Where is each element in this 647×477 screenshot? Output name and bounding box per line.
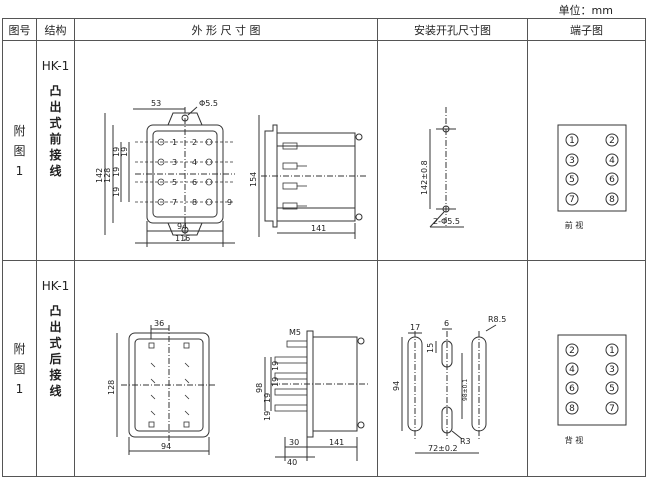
dim-98: 98 xyxy=(255,383,264,393)
mount-dim-r8-5: R8.5 xyxy=(488,315,506,324)
terminal-number: 4 xyxy=(569,365,575,375)
dim-94: 94 xyxy=(177,222,187,231)
terminal-label-7: 7 xyxy=(172,198,177,207)
dimension-drawing-cell: 36 128 94 M5 xyxy=(74,260,378,477)
terminal-number: 4 xyxy=(609,156,615,166)
front-terminal-diagram: 1 2 3 4 5 6 7 8 前 视 xyxy=(557,124,627,230)
dim-19-c: 19 xyxy=(263,393,272,403)
terminal-number: 6 xyxy=(609,175,615,185)
rear-wiring-outline-drawing: 36 128 94 M5 xyxy=(107,319,369,466)
table-row: 附 图 1 HK-1 凸 出 式 后 接 线 xyxy=(2,260,646,477)
dim-19-b: 19 xyxy=(112,167,121,177)
structure-cell: HK-1 凸 出 式 后 接 线 xyxy=(36,260,75,477)
terminal-number: 5 xyxy=(609,384,615,394)
fig-number-cell: 附 图 1 xyxy=(2,40,37,261)
rear-terminal-diagram: 2 1 4 3 6 5 8 7 背 视 xyxy=(557,334,627,445)
fig-number: 附 图 1 xyxy=(13,123,26,178)
dim-19-b: 19 xyxy=(271,377,280,387)
unit-label: 单位：mm xyxy=(558,4,613,17)
dim-30: 30 xyxy=(289,438,299,447)
mount-dim-142: 142±0.8 xyxy=(420,160,429,195)
terminal-number: 7 xyxy=(569,195,575,205)
header-dimensions: 外 形 尺 寸 图 xyxy=(74,18,378,41)
terminal-label-1: 1 xyxy=(172,138,177,147)
mount-dim-15: 15 xyxy=(426,343,435,353)
terminal-label-5: 5 xyxy=(172,178,177,187)
mount-dim-phi: 2-Φ5.5 xyxy=(433,217,460,226)
terminal-number: 5 xyxy=(569,175,575,185)
dim-19-a: 19 xyxy=(271,361,280,371)
mounting-drawing-cell: 142±0.8 2-Φ5.5 xyxy=(377,40,528,261)
mounting-drawing-cell: 17 6 R8.5 15 94 98±0.1 R3 72±0.2 xyxy=(377,260,528,477)
dim-116: 116 xyxy=(175,234,190,243)
dim-141: 141 xyxy=(329,438,344,447)
header-terminal: 端子图 xyxy=(527,18,646,41)
front-wiring-outline-drawing: 1 2 3 4 5 6 7 8 9 53 Φ5.5 xyxy=(95,99,367,247)
dim-53: 53 xyxy=(151,99,161,108)
terminal-number: 1 xyxy=(609,346,615,356)
terminal-number: 7 xyxy=(609,404,615,414)
dim-36: 36 xyxy=(154,319,164,328)
fig-number-cell: 附 图 1 xyxy=(2,260,37,477)
dim-141: 141 xyxy=(311,224,326,233)
terminal-caption: 背 视 xyxy=(565,435,584,445)
structure-cell: HK-1 凸 出 式 前 接 线 xyxy=(36,40,75,261)
mount-dim-98: 98±0.1 xyxy=(462,379,469,401)
terminal-number: 2 xyxy=(609,136,615,146)
header-row: 图号 结构 外 形 尺 寸 图 安装开孔尺寸图 端子图 xyxy=(2,18,646,41)
terminal-caption: 前 视 xyxy=(565,220,584,230)
terminal-number: 8 xyxy=(569,404,575,414)
terminal-diagram-cell: 1 2 3 4 5 6 7 8 前 视 xyxy=(527,40,646,261)
dim-142: 142 xyxy=(95,168,104,183)
dim-128: 128 xyxy=(103,168,112,183)
terminal-number: 3 xyxy=(569,156,575,166)
mount-dim-6: 6 xyxy=(444,319,449,328)
dim-19-a: 19 xyxy=(112,147,121,157)
fig-number: 附 图 1 xyxy=(13,341,26,396)
dim-94: 94 xyxy=(161,442,171,451)
rear-mounting-hole-drawing: 17 6 R8.5 15 94 98±0.1 R3 72±0.2 xyxy=(392,315,506,454)
dim-128: 128 xyxy=(107,380,116,395)
front-mounting-hole-drawing: 142±0.8 2-Φ5.5 xyxy=(420,107,464,228)
terminal-label-4: 4 xyxy=(192,158,197,167)
dim-phi-5-5: Φ5.5 xyxy=(199,99,218,108)
terminal-label-9: 9 xyxy=(227,198,232,207)
header-fig-no: 图号 xyxy=(2,18,37,41)
spec-table: 图号 结构 外 形 尺 寸 图 安装开孔尺寸图 端子图 附 图 1 HK-1 凸… xyxy=(2,18,646,477)
dim-19-d: 19 xyxy=(120,147,129,157)
terminal-number: 2 xyxy=(569,346,575,356)
table-row: 附 图 1 HK-1 凸 出 式 前 接 线 xyxy=(2,40,646,261)
structure-text: 凸 出 式 后 接 线 xyxy=(49,304,62,398)
dim-m5: M5 xyxy=(289,328,301,337)
mount-dim-94: 94 xyxy=(392,381,401,391)
dimension-drawing-cell: 1 2 3 4 5 6 7 8 9 53 Φ5.5 xyxy=(74,40,378,261)
terminal-label-3: 3 xyxy=(172,158,177,167)
model-name: HK-1 xyxy=(41,279,70,293)
terminal-label-6: 6 xyxy=(192,178,197,187)
terminal-number: 6 xyxy=(569,384,575,394)
dim-19-d: 19 xyxy=(263,411,272,421)
dim-154: 154 xyxy=(249,172,258,187)
structure-text: 凸 出 式 前 接 线 xyxy=(49,84,62,178)
dim-19-c: 19 xyxy=(112,187,121,197)
mount-dim-72: 72±0.2 xyxy=(428,444,458,453)
terminal-label-8: 8 xyxy=(192,198,197,207)
terminal-number: 8 xyxy=(609,195,615,205)
header-structure: 结构 xyxy=(36,18,75,41)
header-mounting: 安装开孔尺寸图 xyxy=(377,18,528,41)
terminal-diagram-cell: 2 1 4 3 6 5 8 7 背 视 xyxy=(527,260,646,477)
mount-dim-17: 17 xyxy=(410,323,420,332)
terminal-label-2: 2 xyxy=(192,138,197,147)
terminal-number: 1 xyxy=(569,136,575,146)
dim-40: 40 xyxy=(287,458,297,466)
model-name: HK-1 xyxy=(41,59,70,73)
terminal-number: 3 xyxy=(609,365,615,375)
